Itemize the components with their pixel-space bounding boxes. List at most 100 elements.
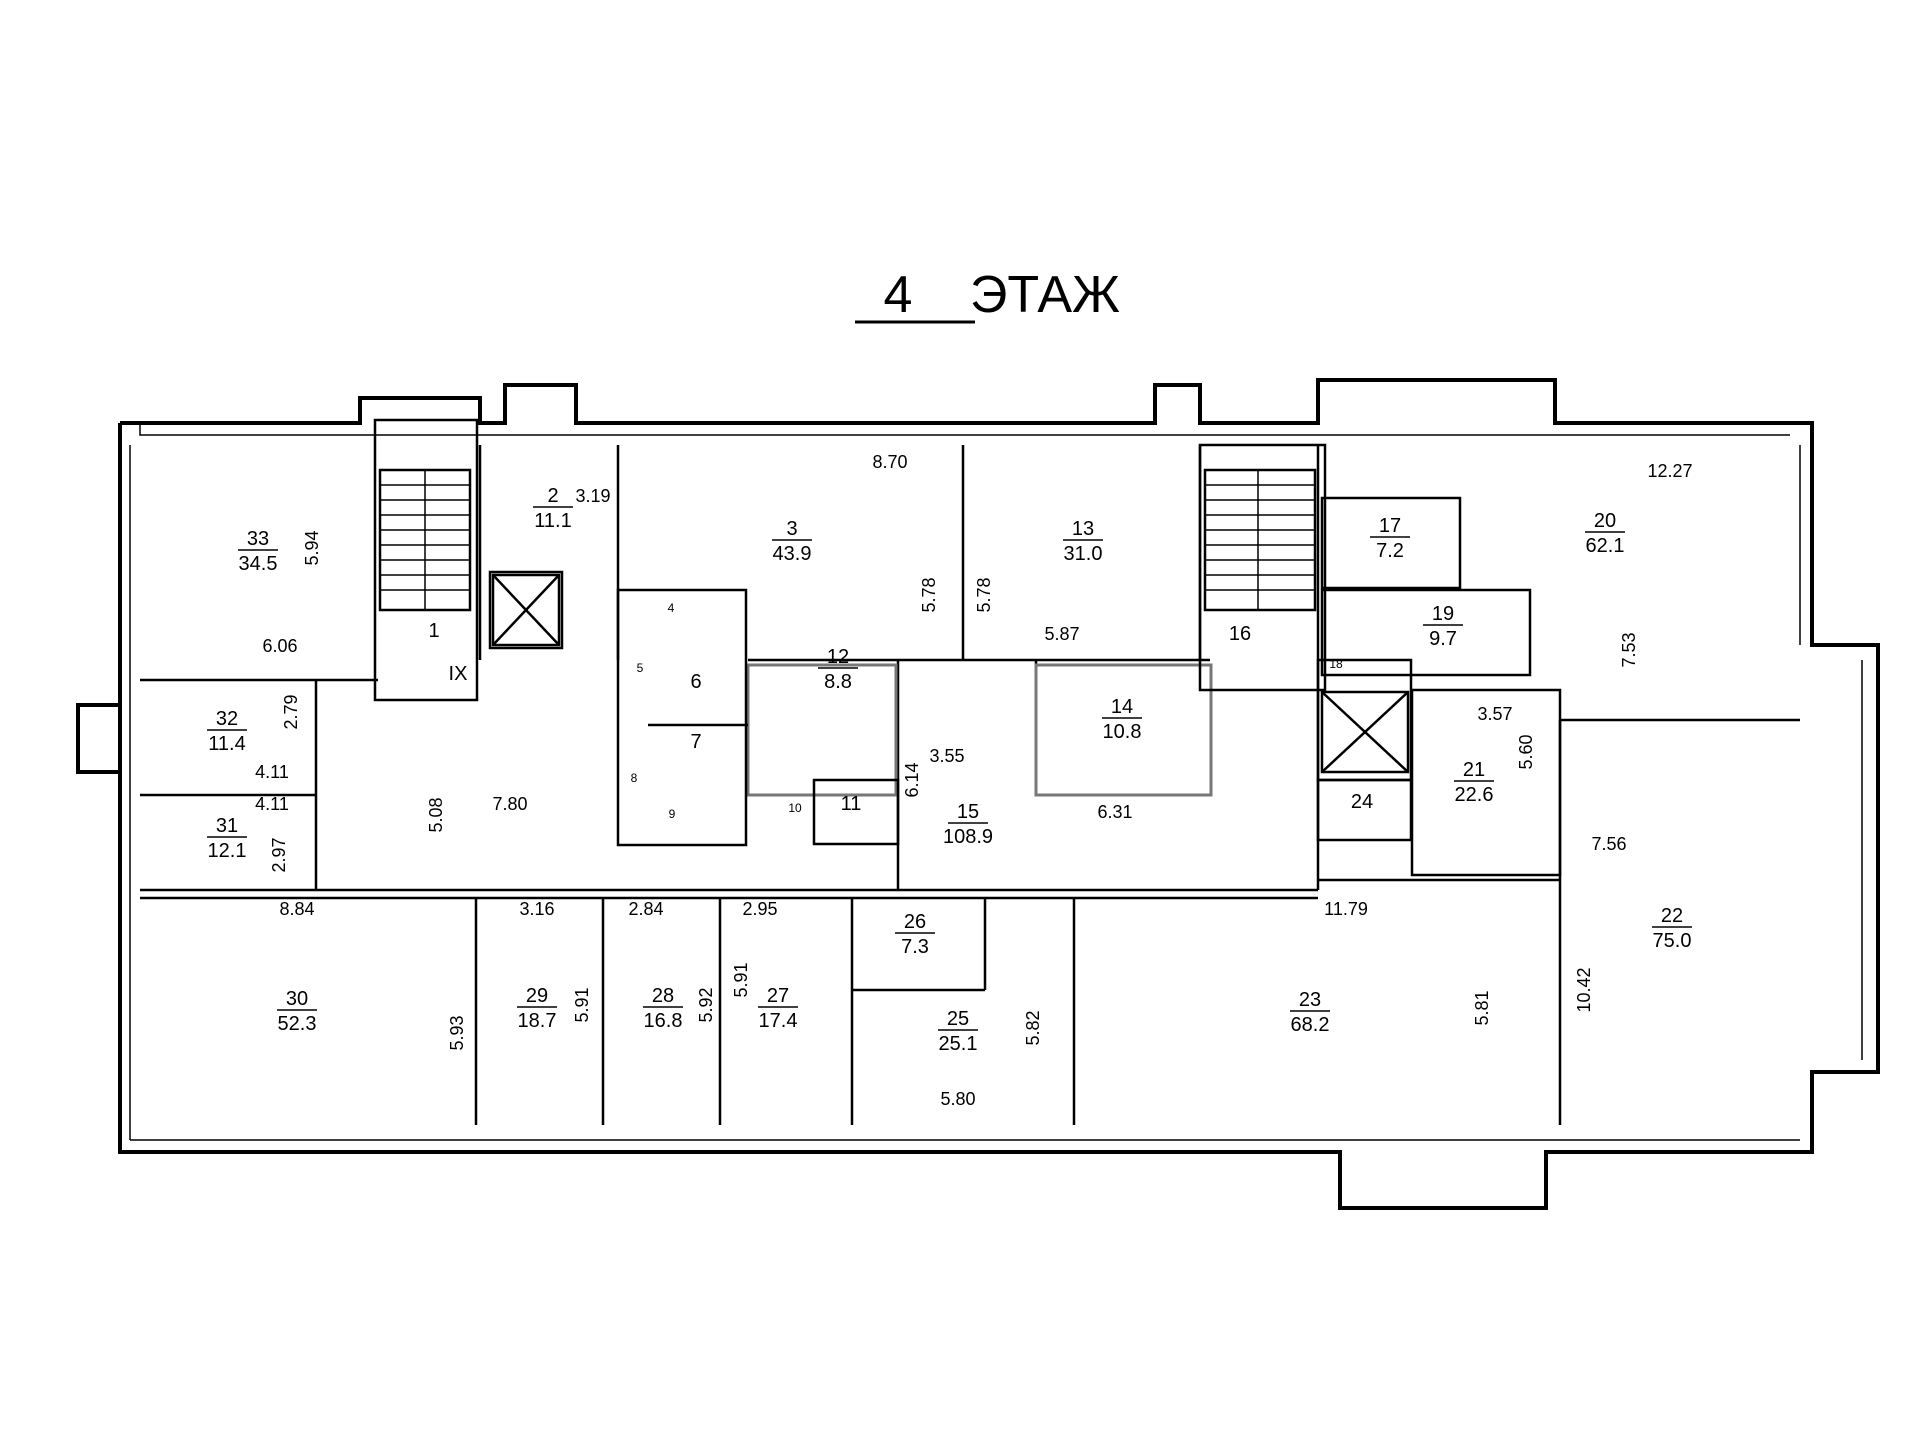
room-area: 52.3 <box>278 1013 317 1035</box>
interior-walls <box>140 418 1800 1125</box>
room-number: 14 <box>1111 696 1133 718</box>
room-23: 23 68.2 <box>1290 989 1330 1036</box>
room-area: 10.8 <box>1103 721 1142 743</box>
room-17: 177.2 <box>1370 515 1410 562</box>
dimension-label: 3.57 <box>1477 704 1512 724</box>
room-number: 33 <box>247 528 269 550</box>
dimension-label: 5.82 <box>1023 1010 1043 1045</box>
room-number: 4 <box>668 601 675 615</box>
room-area: 11.1 <box>534 510 571 532</box>
room-number: 17 <box>1379 515 1401 537</box>
room-area: 25.1 <box>939 1033 978 1055</box>
dimension-label: 10.42 <box>1574 967 1594 1012</box>
dimension-label: 7.56 <box>1591 834 1626 854</box>
room-33: 33 34.5 <box>238 528 278 575</box>
dimension-label: 2.97 <box>269 837 289 872</box>
dimension-label: 5.93 <box>447 1015 467 1050</box>
room-number: 2 <box>547 485 558 507</box>
dimension-label: 6.06 <box>262 636 297 656</box>
dimension-label: 11.79 <box>1324 899 1368 919</box>
room-7: 7 <box>690 731 701 753</box>
floor-word: ЭТАЖ <box>970 266 1120 324</box>
room-number: 1 <box>428 620 439 642</box>
dimension-label: 5.60 <box>1516 734 1536 769</box>
room-area: 7.3 <box>901 936 929 958</box>
room-area: 75.0 <box>1653 930 1692 952</box>
dimension-label: 4.11 <box>255 762 289 782</box>
dimension-label: 2.79 <box>281 694 301 729</box>
room-number: 30 <box>286 988 308 1010</box>
room-number: 27 <box>767 985 789 1007</box>
room-number: 20 <box>1594 510 1616 532</box>
elevator-right <box>1320 690 1410 774</box>
room-27: 27 17.4 <box>758 985 798 1032</box>
room-area: 11.4 <box>208 733 245 755</box>
room-number: 21 <box>1463 759 1485 781</box>
room-number: 13 <box>1072 518 1094 540</box>
room-1: 1 <box>428 620 439 642</box>
dimension-label: 3.55 <box>929 746 964 766</box>
room-number: 24 <box>1351 791 1373 813</box>
room-number: 19 <box>1432 603 1454 625</box>
room-area: 17.4 <box>759 1010 798 1032</box>
stair-left <box>378 468 472 612</box>
room-area: 68.2 <box>1291 1014 1330 1036</box>
room-IX: IX <box>449 663 468 685</box>
dimension-label: 6.31 <box>1097 802 1132 822</box>
room-25: 25 25.1 <box>938 1008 978 1055</box>
dimension-label: 5.78 <box>974 577 994 612</box>
room-number: 16 <box>1229 623 1251 645</box>
dimension-label: 6.14 <box>902 762 922 797</box>
dimension-label: 5.78 <box>919 577 939 612</box>
dimension-label: 5.92 <box>696 987 716 1022</box>
room-22: 22 75.0 <box>1652 905 1692 952</box>
room-number: 3 <box>786 518 797 540</box>
room-26: 267.3 <box>895 911 935 958</box>
room-12: 128.8 <box>818 646 858 693</box>
room-5: 5 <box>637 661 644 675</box>
elevator-left <box>491 573 561 647</box>
room-29: 29 18.7 <box>517 985 557 1032</box>
room-area: 108.9 <box>943 826 993 848</box>
room-number: 7 <box>690 731 701 753</box>
room-number: 26 <box>904 911 926 933</box>
room-9: 9 <box>669 807 676 821</box>
floor-number: 4 <box>884 266 913 324</box>
room-6: 6 <box>690 671 701 693</box>
room-number: 18 <box>1329 657 1343 671</box>
stair-right <box>1203 468 1317 612</box>
room-area: 34.5 <box>239 553 278 575</box>
dimension-label: 4.11 <box>255 794 289 814</box>
room-18: 18 <box>1329 657 1343 671</box>
room-number: 6 <box>690 671 701 693</box>
room-number: 5 <box>637 661 644 675</box>
room-number: 15 <box>957 801 979 823</box>
room-14: 14 10.8 <box>1102 696 1142 743</box>
room-area: 22.6 <box>1455 784 1494 806</box>
room-number: 25 <box>947 1008 969 1030</box>
dimension-label: 7.53 <box>1619 632 1639 667</box>
room-area: 16.8 <box>644 1010 683 1032</box>
dimension-label: 5.80 <box>940 1089 975 1109</box>
room-area: 43.9 <box>773 543 812 565</box>
room-24: 24 <box>1351 791 1373 813</box>
room-number: 29 <box>526 985 548 1007</box>
room-4: 4 <box>668 601 675 615</box>
room-2: 211.1 <box>533 485 573 532</box>
room-16: 16 <box>1229 623 1251 645</box>
dimension-label: 2.95 <box>742 899 777 919</box>
room-3: 343.9 <box>772 518 812 565</box>
room-area: 8.8 <box>824 671 852 693</box>
room-number: 23 <box>1299 989 1321 1011</box>
exterior-walls <box>76 378 1880 1210</box>
dimension-label: 8.84 <box>279 899 314 919</box>
room-area: 18.7 <box>518 1010 557 1032</box>
room-number: 22 <box>1661 905 1683 927</box>
room-10: 10 <box>788 801 802 815</box>
